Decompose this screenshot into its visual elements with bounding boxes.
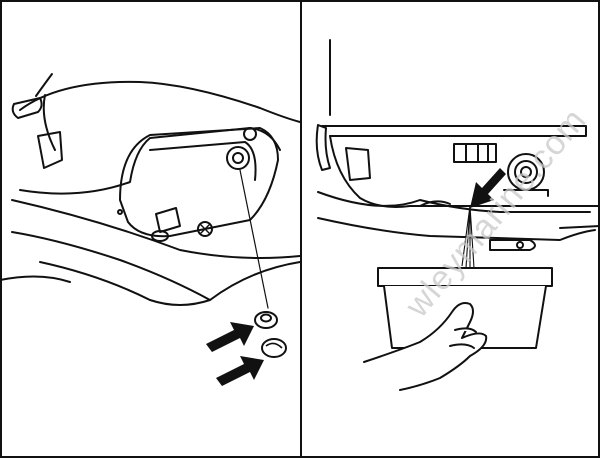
deck-line-5	[149, 261, 301, 306]
left-recess	[37, 131, 63, 169]
cylinder-fitting	[155, 207, 181, 233]
drain-plug-hole	[232, 152, 244, 164]
mount-bracket-plate	[119, 127, 279, 238]
housing-window	[345, 147, 371, 181]
housing-top-edge	[321, 125, 587, 137]
side-knob	[11, 97, 43, 119]
deck-line-4	[0, 275, 71, 283]
left-hook-handle	[315, 124, 331, 171]
upper-body-surface	[19, 127, 281, 195]
engine-cover-front-edge	[42, 94, 56, 151]
drain-plug	[261, 338, 287, 358]
gasket-washer	[254, 311, 278, 329]
drain-parts	[254, 311, 287, 358]
screw-head	[197, 221, 213, 237]
bracket-bolt-hole	[243, 127, 257, 141]
bracket-inner-edge	[149, 141, 257, 181]
boss-base	[503, 189, 549, 197]
vent-panel	[453, 143, 497, 163]
deck-line-1	[11, 199, 301, 259]
spiral-boss	[507, 153, 545, 191]
frame-line-2	[317, 217, 596, 241]
arrow-to-plug	[216, 356, 264, 386]
deck-line-3	[39, 261, 151, 301]
fitting-tube	[489, 239, 536, 251]
engine-cover-top-edge	[19, 80, 301, 123]
leader-line	[239, 169, 269, 309]
cylinder-fitting-end	[151, 230, 169, 242]
left-panel-illustration	[0, 73, 301, 309]
frame-curve	[419, 200, 451, 207]
arrow-drain-direction	[470, 168, 506, 208]
holding-hand	[363, 302, 488, 391]
housing-lower-edge	[329, 135, 600, 208]
container-rim	[377, 267, 553, 287]
arrows-left	[206, 322, 264, 386]
drain-plug-boss	[226, 146, 250, 170]
small-hole	[117, 209, 123, 215]
frame-line-1	[317, 191, 591, 213]
side-knob-stem	[35, 73, 53, 97]
oil-stream	[461, 205, 475, 269]
arrow-to-washer	[206, 322, 254, 352]
deck-line-2	[11, 231, 211, 301]
right-panel-illustration	[315, 39, 600, 251]
